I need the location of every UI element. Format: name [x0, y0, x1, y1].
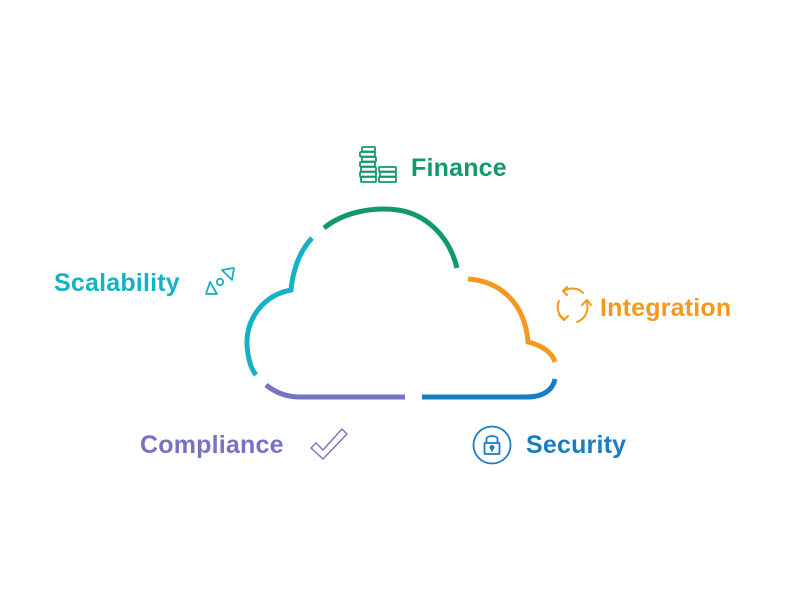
cloud-segment-scalability	[244, 236, 314, 377]
padlock-icon	[472, 425, 512, 465]
finance-label: Finance	[411, 154, 507, 182]
integration-label: Integration	[600, 294, 732, 322]
cloud-segment-integration	[467, 276, 558, 363]
coin-stacks-icon	[359, 146, 397, 183]
compliance-label: Compliance	[140, 431, 284, 459]
cloud-segment-compliance	[264, 383, 405, 400]
cycle-arrows-icon	[556, 286, 592, 323]
cloud-segment-security	[422, 378, 558, 400]
cloud-segment-finance	[322, 206, 460, 269]
checkmark-icon	[310, 428, 348, 460]
scalability-label: Scalability	[54, 269, 180, 297]
expand-arrows-icon	[205, 267, 235, 295]
security-label: Security	[526, 431, 627, 459]
